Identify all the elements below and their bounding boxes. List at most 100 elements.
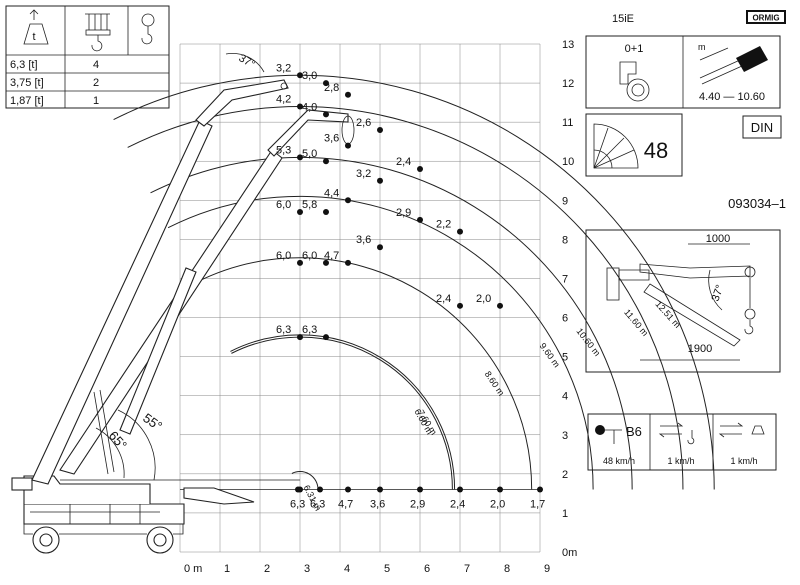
series-name-label: 9.60 m [538, 341, 562, 369]
capacity-label: 6,3 [276, 324, 291, 336]
speed-1-value: 48 km/h [603, 456, 635, 466]
capacity-label: 4,4 [324, 187, 339, 199]
capacity-point [345, 259, 351, 266]
x-tick-label: 1 [224, 563, 230, 575]
capacity-label: 6,0 [302, 250, 317, 262]
load-table: t 6,3 [t] 4 3,75 [t] 2 1,87 [t] 1 [5, 5, 170, 109]
brand-logo: ORMIG [746, 10, 786, 24]
x-tick-label: 7 [464, 563, 470, 575]
capacity-label: 2,4 [396, 156, 411, 168]
ground-capacity-label: 4,7 [338, 498, 353, 510]
din-box: DIN [742, 115, 782, 139]
y-tick-label: 12 [562, 78, 574, 90]
svg-text:t: t [32, 31, 35, 43]
x-tick-label: 0 m [184, 563, 202, 575]
ground-capacity-point [377, 486, 383, 493]
jib-raised [195, 79, 289, 127]
capacity-label: 2,9 [396, 207, 411, 219]
radius-arc [150, 156, 633, 490]
load-row-2-falls: 2 [93, 77, 99, 89]
capacity-point [345, 91, 351, 98]
ground-capacity-label: 2,4 [450, 498, 465, 510]
ground-capacity-label: 3,6 [370, 498, 385, 510]
ground-capacity-point [317, 486, 323, 493]
capacity-point [417, 216, 423, 223]
y-tick-label: 8 [562, 234, 568, 246]
counterweight-icon [619, 61, 650, 102]
radius-arc [167, 195, 594, 490]
series-name-label: 8.60 m [483, 369, 507, 397]
weight-icon: t [23, 9, 49, 45]
crane-drawing: 55° 65° 37° [11, 52, 355, 554]
capacity-point [323, 80, 329, 87]
y-tick-label: 5 [562, 352, 568, 364]
capacity-point [345, 197, 351, 204]
y-tick-label: 4 [562, 391, 568, 403]
x-tick-label: 4 [344, 563, 350, 575]
slewing-area-icon [593, 123, 639, 169]
boom-angle-arc-55 [117, 409, 156, 481]
y-tick-label: 6 [562, 313, 568, 325]
capacity-point [457, 302, 463, 309]
y-tick-label: 13 [562, 39, 574, 51]
capacity-point [377, 244, 383, 251]
ground-capacity-label: 2,9 [410, 498, 425, 510]
capacity-label: 3,0 [302, 70, 317, 82]
x-tick-label: 9 [544, 563, 550, 575]
main-boom-low [119, 267, 197, 435]
capacity-label: 4,2 [276, 94, 291, 106]
capacity-point [377, 177, 383, 184]
boom-unit: m [698, 42, 706, 52]
jib-offset-label: 1900 [688, 343, 712, 355]
boom-range: 4.40 — 10.60 [699, 91, 765, 103]
ground-capacity-label: 1,7 [530, 498, 545, 510]
ground-capacity-label: 6,3 [290, 498, 305, 510]
boom-angle-arc-65 [95, 427, 125, 479]
capacity-point [497, 302, 503, 309]
radius-arc [230, 334, 456, 490]
hook-falls-icon [85, 13, 111, 52]
telescopic-boom-icon [699, 46, 768, 85]
config-box: 0+1 m 4.40 — 10.60 [585, 35, 781, 109]
outrigger-arm [183, 487, 255, 505]
capacity-point [297, 72, 303, 79]
slewing-box: 48 [585, 113, 683, 177]
jib-length-label: 1000 [706, 233, 730, 245]
lift-cylinder [93, 389, 115, 475]
y-tick-label: 2 [562, 469, 568, 481]
radius-arc [113, 74, 715, 490]
capacity-label: 3,6 [356, 234, 371, 246]
capacity-point [323, 209, 329, 216]
travel-icon [595, 425, 622, 444]
jib-mid [267, 109, 349, 157]
capacity-label: 5,3 [276, 144, 291, 156]
load-row-3-load: 1,87 [t] [10, 95, 44, 107]
load-row-2-load: 3,75 [t] [10, 77, 44, 89]
capacity-label: 6,0 [276, 199, 291, 211]
y-tick-label: 3 [562, 430, 568, 442]
arrows-load-icon [718, 422, 765, 438]
ground-capacity-label: 6,3 [310, 498, 325, 510]
jib-detail: 1000 1900 37° [585, 229, 781, 373]
y-tick-label: 0m [562, 547, 577, 559]
capacity-label: 4,7 [324, 250, 339, 262]
radius-arc [291, 471, 319, 490]
load-row-1-falls: 4 [93, 59, 99, 71]
capacity-label: 2,8 [324, 82, 339, 94]
capacity-label: 2,6 [356, 117, 371, 129]
radius-arc [231, 336, 453, 490]
radius-arc [127, 106, 684, 490]
capacity-label: 3,2 [356, 168, 371, 180]
x-tick-label: 2 [264, 563, 270, 575]
speed-2-value: 1 km/h [667, 456, 694, 466]
capacity-label: 2,0 [476, 293, 491, 305]
y-tick-label: 7 [562, 273, 568, 285]
jib-drawing [606, 263, 756, 347]
hook-block-icon [141, 13, 155, 45]
main-boom-raised [31, 119, 213, 485]
capacity-point [323, 334, 329, 341]
radius-arc [195, 257, 533, 490]
